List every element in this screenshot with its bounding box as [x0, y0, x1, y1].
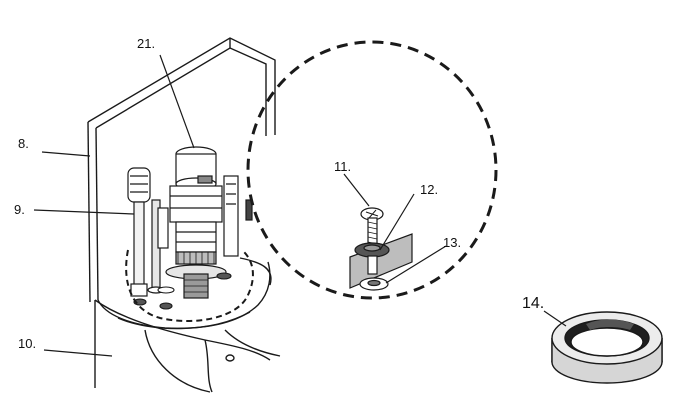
label-21: 21. [137, 36, 156, 51]
flush-valve [157, 146, 253, 299]
cistern-tank [87, 37, 276, 330]
label-9: 9. [14, 202, 25, 217]
leader-12 [379, 193, 415, 251]
leader-14 [543, 310, 567, 327]
leader-9 [33, 209, 135, 215]
label-11: 11. [334, 159, 352, 174]
label-12: 12. [420, 182, 439, 197]
leader-13 [385, 245, 447, 284]
toilet-bowl [94, 299, 281, 393]
detail-callout-large [246, 40, 498, 300]
leader-8 [41, 151, 91, 157]
detail-callout-small [125, 249, 254, 322]
bolt-assembly-detail [349, 207, 413, 291]
leader-21 [159, 54, 195, 149]
leader-lines [33, 54, 567, 357]
leader-11 [343, 173, 370, 207]
label-14: 14. [522, 295, 545, 312]
label-13: 13. [443, 235, 462, 250]
label-10: 10. [18, 336, 37, 351]
label-8: 8. [18, 136, 29, 151]
leader-10 [43, 349, 113, 357]
cone-seal [551, 311, 663, 384]
tank-bolts [133, 272, 232, 310]
